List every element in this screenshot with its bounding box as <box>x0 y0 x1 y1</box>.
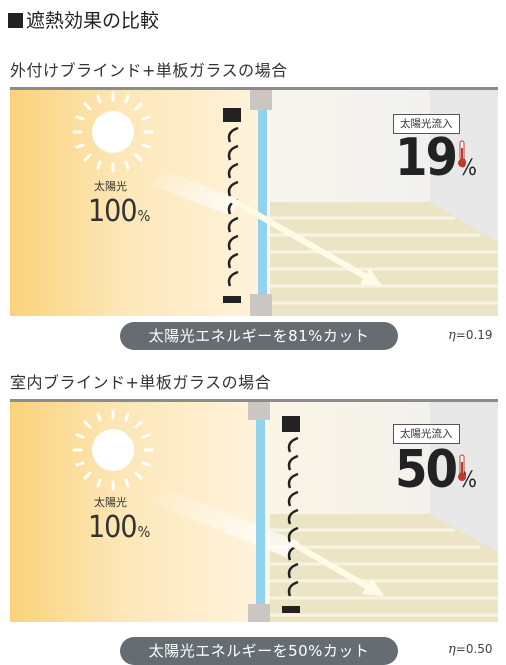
sunlight-percent: 100% <box>88 194 151 229</box>
section-title: 室内ブラインド+単板ガラスの場合 <box>10 373 272 392</box>
scene-svg <box>10 90 498 316</box>
frame-top <box>248 402 270 420</box>
scene-illustration: 太陽光 100% 太陽光流入 19% <box>10 90 498 316</box>
room-floor <box>270 514 498 622</box>
blind-slats <box>227 126 239 287</box>
floor-stripes <box>270 528 498 617</box>
square-bullet-icon <box>8 13 23 28</box>
section-divider <box>10 399 498 402</box>
frame-bottom <box>248 604 270 622</box>
cut-summary-pill: 太陽光エネルギーを50%カット <box>120 637 398 665</box>
sunlight-percent: 100% <box>88 510 151 545</box>
floor-stripes <box>270 216 498 305</box>
scene-illustration: 太陽光 100% 太陽光流入 50% <box>10 402 498 622</box>
transmitted-arrow <box>288 539 384 596</box>
section-outside-blind: 外付けブラインド+単板ガラスの場合 <box>0 60 506 360</box>
page-title: 遮熱効果の比較 <box>8 6 159 36</box>
eta-value: η=0.19 <box>448 328 493 343</box>
glass-pane <box>256 420 265 604</box>
sun-icon <box>72 409 154 491</box>
section-title: 外付けブラインド+単板ガラスの場合 <box>10 61 288 80</box>
cut-summary-pill: 太陽光エネルギーを81%カット <box>120 322 398 350</box>
blind-bottomrail <box>282 606 300 613</box>
sun-icon <box>72 91 154 173</box>
blind-bottomrail <box>223 296 241 303</box>
incoming-sunbeam <box>150 168 240 215</box>
section-inside-blind: 室内ブラインド+単板ガラスの場合 <box>0 372 506 665</box>
eta-value: η=0.50 <box>448 642 493 657</box>
thermometer-icon <box>458 140 466 167</box>
blind-slats <box>287 436 299 597</box>
scene-svg <box>10 402 498 622</box>
glass-pane <box>258 110 267 294</box>
section-divider <box>10 87 498 90</box>
blind-headrail <box>223 108 241 122</box>
transmitted-arrow <box>230 197 382 286</box>
sunlight-label: 太陽光 <box>94 496 127 509</box>
sunlight-label: 太陽光 <box>94 180 127 193</box>
inflow-label: 太陽光流入 <box>393 424 460 444</box>
inflow-label: 太陽光流入 <box>393 114 460 134</box>
inflow-percent: 19% <box>395 128 477 188</box>
frame-top <box>250 90 272 110</box>
inflow-percent: 50% <box>395 440 477 500</box>
thermometer-icon <box>458 454 466 481</box>
frame-bottom <box>250 294 272 316</box>
blind-headrail <box>282 416 300 432</box>
